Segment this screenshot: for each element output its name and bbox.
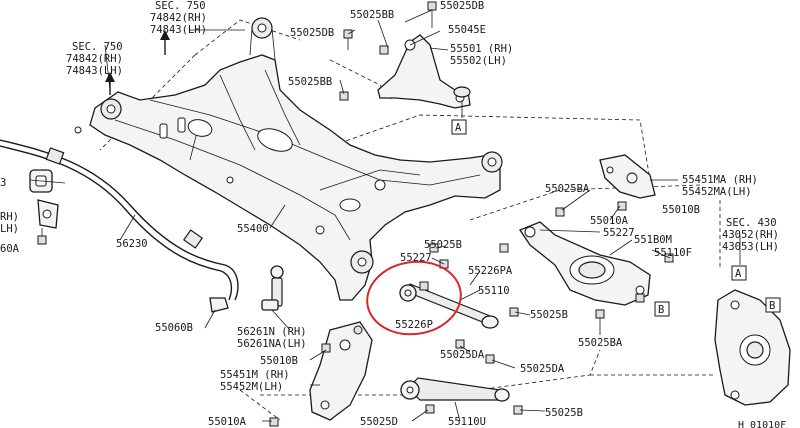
label-55025ba-top: 55025BA [545, 183, 590, 195]
label-60a-left: 60A [0, 243, 20, 255]
stabilizer-link [209, 265, 284, 313]
svg-text:B: B [769, 300, 775, 312]
label-55025db-mid: 55025DB [290, 27, 334, 39]
label-55010b-bottom: 55010B [260, 355, 298, 367]
label-55451ma: 55451MA (RH) [682, 174, 758, 186]
label-56261n: 56261N (RH) [237, 326, 307, 338]
label-55226p: 55226P [395, 319, 433, 331]
lower-link-arm [519, 221, 651, 306]
label-551b0m: 551B0M [634, 234, 672, 246]
callout-box-a-right: A [731, 265, 747, 281]
svg-text:A: A [735, 268, 742, 280]
label-43052: 43052(RH) [722, 229, 779, 241]
label-55025da-right: 55025DA [520, 363, 565, 375]
dashed-guide-lines [99, 19, 721, 421]
stabilizer-bushing-left [45, 147, 65, 165]
label-55025db-top: 55025DB [440, 0, 484, 12]
label-sec750-left: SEC. 750 [72, 41, 123, 53]
svg-text:A: A [455, 122, 462, 134]
label-55025bb-left: 55025BB [288, 76, 332, 88]
label-55025d: 55025D [360, 416, 398, 428]
highlight-circle [366, 260, 462, 336]
label-55501: 55501 (RH) [450, 43, 513, 55]
label-55025b-right: 55025B [530, 309, 568, 321]
label-55025b-center: 55025B [424, 239, 462, 251]
label-55452ma: 55452MA(LH) [682, 186, 752, 198]
upper-bracket [599, 154, 656, 199]
label-74843-top: 74843(LH) [150, 24, 207, 36]
section-arrows [105, 30, 170, 95]
label-55110u: 55110U [448, 416, 486, 428]
label-55025ba-bottom: 55025BA [578, 337, 623, 349]
label-43053: 43053(LH) [722, 241, 779, 253]
svg-text:B: B [658, 304, 664, 316]
rear-knuckle [714, 289, 791, 406]
label-55060b: 55060B [155, 322, 193, 334]
label-lh-left: LH) [0, 223, 19, 235]
toe-link [399, 283, 499, 329]
label-55227-center: 55227 [400, 252, 432, 264]
label-55010b-top: 55010B [662, 204, 700, 216]
arrow-up-icon [105, 72, 115, 82]
arrow-up-icon [160, 30, 170, 40]
callout-box-b-mid: B [654, 301, 670, 317]
label-sec750-top: SEC. 750 [155, 0, 206, 12]
label-55400: 55400 [237, 223, 269, 235]
label-55452m: 55452M(LH) [220, 381, 283, 393]
stabilizer-bar [0, 139, 239, 301]
diagram-code: H 01010F [738, 420, 786, 428]
left-bushing-clamps [29, 169, 59, 245]
leader-lines [29, 9, 741, 422]
label-3-left: 3 [0, 177, 6, 189]
label-55045e: 55045E [448, 24, 486, 36]
rear-subframe [74, 17, 503, 301]
label-55010a-bottom: 55010A [208, 416, 247, 428]
label-74842-left: 74842(RH) [66, 53, 123, 65]
lower-link [400, 377, 510, 402]
callout-box-a-top: A [451, 119, 467, 135]
label-55502: 55502(LH) [450, 55, 507, 67]
label-55110f: 55110F [654, 247, 692, 259]
label-74843-left: 74843(LH) [66, 65, 123, 77]
label-55025bb-top: 55025BB [350, 9, 394, 21]
label-55227-right: 55227 [603, 227, 635, 239]
label-74842-top: 74842(RH) [150, 12, 207, 24]
label-56230: 56230 [116, 238, 148, 250]
label-sec430: SEC. 430 [726, 217, 777, 229]
label-55025da-left: 55025DA [440, 349, 485, 361]
label-55451m: 55451M (RH) [220, 369, 290, 381]
label-56261na: 56261NA(LH) [237, 338, 307, 350]
lower-bracket [309, 321, 373, 421]
label-55010a-top: 55010A [590, 215, 629, 227]
stabilizer-bushing-right [182, 229, 204, 249]
label-55025b-bottom: 55025B [545, 407, 583, 419]
label-rh-left: RH) [0, 211, 19, 223]
callout-box-b-right: B [765, 297, 781, 313]
label-55110: 55110 [478, 285, 510, 297]
label-55226pa: 55226PA [468, 265, 513, 277]
